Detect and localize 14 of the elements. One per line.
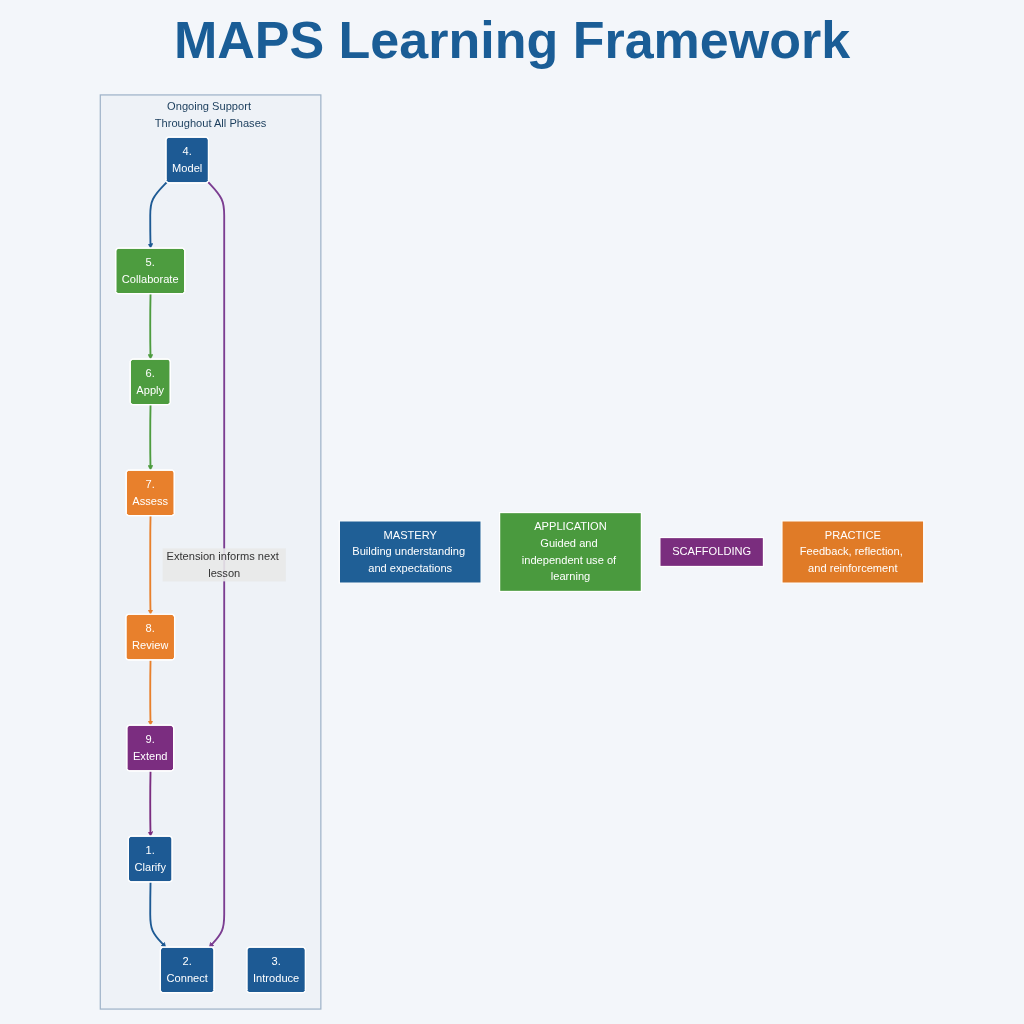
title: MAPS Learning Framework bbox=[172, 10, 852, 71]
arrow bbox=[147, 404, 154, 471]
edge-label: Extension informs next lesson bbox=[166, 550, 279, 580]
node-box: PRACTICE Feedback, reflection, and reinforcement bbox=[781, 520, 925, 584]
arrow bbox=[147, 293, 154, 360]
arrow bbox=[147, 659, 154, 726]
node-box: SCAFFOLDING bbox=[659, 536, 765, 568]
node-box: APPLICATION Guided and independent use of learning bbox=[499, 511, 642, 593]
arrow bbox=[207, 181, 226, 948]
arrow bbox=[149, 881, 167, 948]
arrow bbox=[147, 515, 154, 615]
arrow bbox=[147, 770, 154, 837]
arrow bbox=[147, 181, 168, 249]
node-box: MASTERY Building understanding and expectations bbox=[338, 520, 482, 584]
